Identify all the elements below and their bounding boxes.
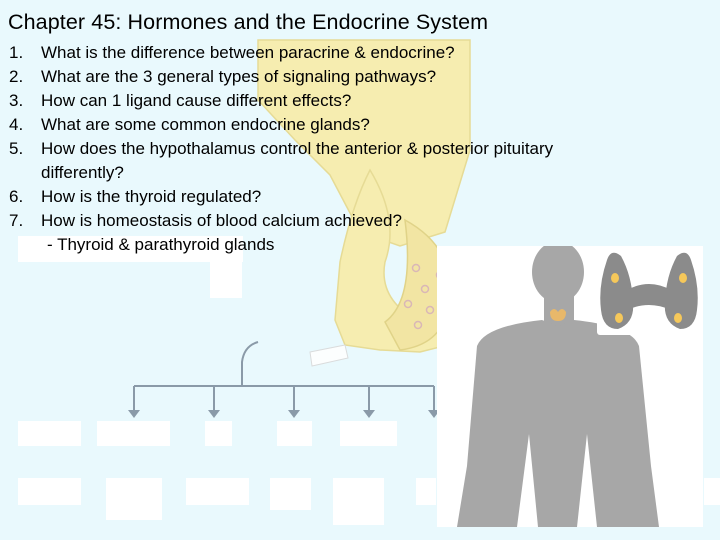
question-item: 2. What are the 3 general types of signa…: [9, 65, 709, 89]
question-number: 7.: [9, 211, 24, 230]
question-item: 1. What is the difference between paracr…: [9, 41, 709, 65]
question-text: What is the difference between paracrine…: [41, 43, 455, 62]
question-item: 3. How can 1 ligand cause different effe…: [9, 89, 709, 113]
thyroid-icon: [597, 247, 700, 335]
question-number: 1.: [9, 43, 24, 62]
slide-title: Chapter 45: Hormones and the Endocrine S…: [8, 10, 489, 34]
body-silhouette-panel: [437, 241, 703, 527]
question-item: 5. How does the hypothalamus control the…: [9, 137, 709, 185]
question-text: How is the thyroid regulated?: [41, 187, 262, 206]
question-text: What are the 3 general types of signalin…: [41, 67, 437, 86]
question-number: 3.: [9, 91, 24, 110]
question-item: 7. How is homeostasis of blood calcium a…: [9, 209, 709, 233]
human-silhouette-icon: [457, 241, 700, 527]
question-text: How is homeostasis of blood calcium achi…: [41, 211, 402, 230]
question-item: 4. What are some common endocrine glands…: [9, 113, 709, 137]
question-text: What are some common endocrine glands?: [41, 115, 370, 134]
question-sub-item: - Thyroid & parathyroid glands: [47, 235, 275, 254]
flowchart-boxes: [18, 421, 720, 525]
question-item: 6. How is the thyroid regulated?: [9, 185, 709, 209]
pituitary-illustration: [257, 39, 471, 367]
flowchart-arrows: [133, 341, 435, 412]
question-number: 2.: [9, 67, 24, 86]
question-text: How does the hypothalamus control the an…: [41, 139, 554, 158]
question-number: 6.: [9, 187, 24, 206]
question-text: How can 1 ligand cause different effects…: [41, 91, 352, 110]
question-list: 1. What is the difference between paracr…: [9, 41, 709, 257]
question-text-continuation: differently?: [41, 163, 124, 182]
question-number: 4.: [9, 115, 24, 134]
question-number: 5.: [9, 139, 24, 158]
